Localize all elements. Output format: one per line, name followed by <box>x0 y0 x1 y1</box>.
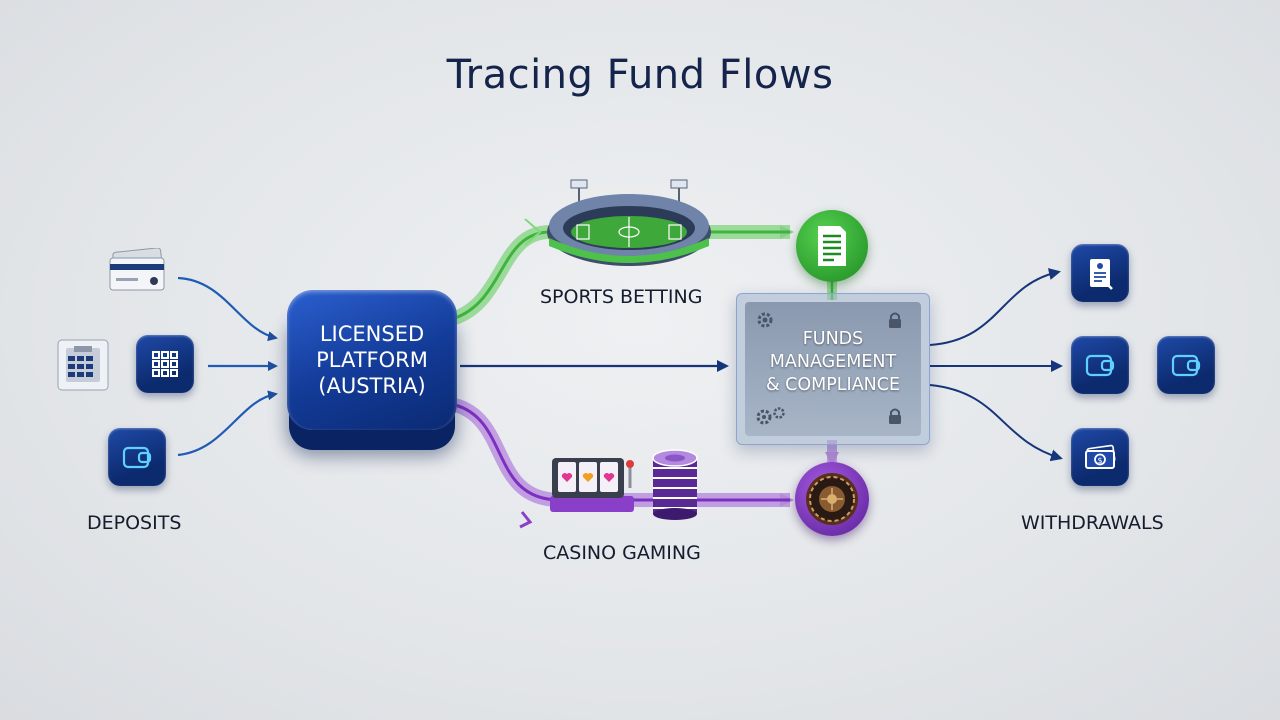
withdrawals-label: WITHDRAWALS <box>1021 512 1164 534</box>
bet-slip-icon <box>796 210 868 282</box>
funds-line-1: FUNDS <box>802 329 864 349</box>
wallet-icon <box>1071 336 1129 394</box>
platform-line-3: (AUSTRIA) <box>318 374 426 398</box>
funds-compliance-node: FUNDS MANAGEMENT & COMPLIANCE <box>736 293 930 445</box>
slot-machine-icon <box>548 452 638 516</box>
cash-icon: $ <box>1071 428 1129 486</box>
funds-line-3: & COMPLIANCE <box>765 375 901 395</box>
casino-gaming-label: CASINO GAMING <box>543 542 701 564</box>
roulette-icon <box>795 462 869 536</box>
padlock-icon <box>889 408 901 424</box>
grid-app-icon <box>136 335 194 393</box>
page-title: Tracing Fund Flows <box>446 52 834 98</box>
id-document-icon <box>1071 244 1129 302</box>
svg-text:$: $ <box>1097 456 1102 465</box>
flow-deposit-wallet <box>177 390 278 457</box>
bank-transfer-icon <box>56 338 110 392</box>
deposit-wallet-icon <box>108 428 166 486</box>
sports-betting-label: SPORTS BETTING <box>540 286 703 308</box>
wallet-icon <box>1157 336 1215 394</box>
deposits-label: DEPOSITS <box>87 512 182 534</box>
stadium-icon <box>543 176 715 272</box>
gear-icon <box>757 312 773 328</box>
platform-line-2: PLATFORM <box>316 348 428 372</box>
gears-icon <box>756 407 785 425</box>
poker-chips-icon <box>650 446 700 522</box>
flow-deposit-card <box>177 276 278 342</box>
flow-withdraw-cash <box>929 384 1063 462</box>
funds-line-2: MANAGEMENT <box>769 352 897 372</box>
credit-card-icon <box>108 247 166 292</box>
flow-withdraw-doc <box>929 268 1061 346</box>
padlock-icon <box>889 312 901 328</box>
licensed-platform-node: LICENSED PLATFORM (AUSTRIA) <box>287 290 457 430</box>
platform-line-1: LICENSED <box>319 322 425 346</box>
